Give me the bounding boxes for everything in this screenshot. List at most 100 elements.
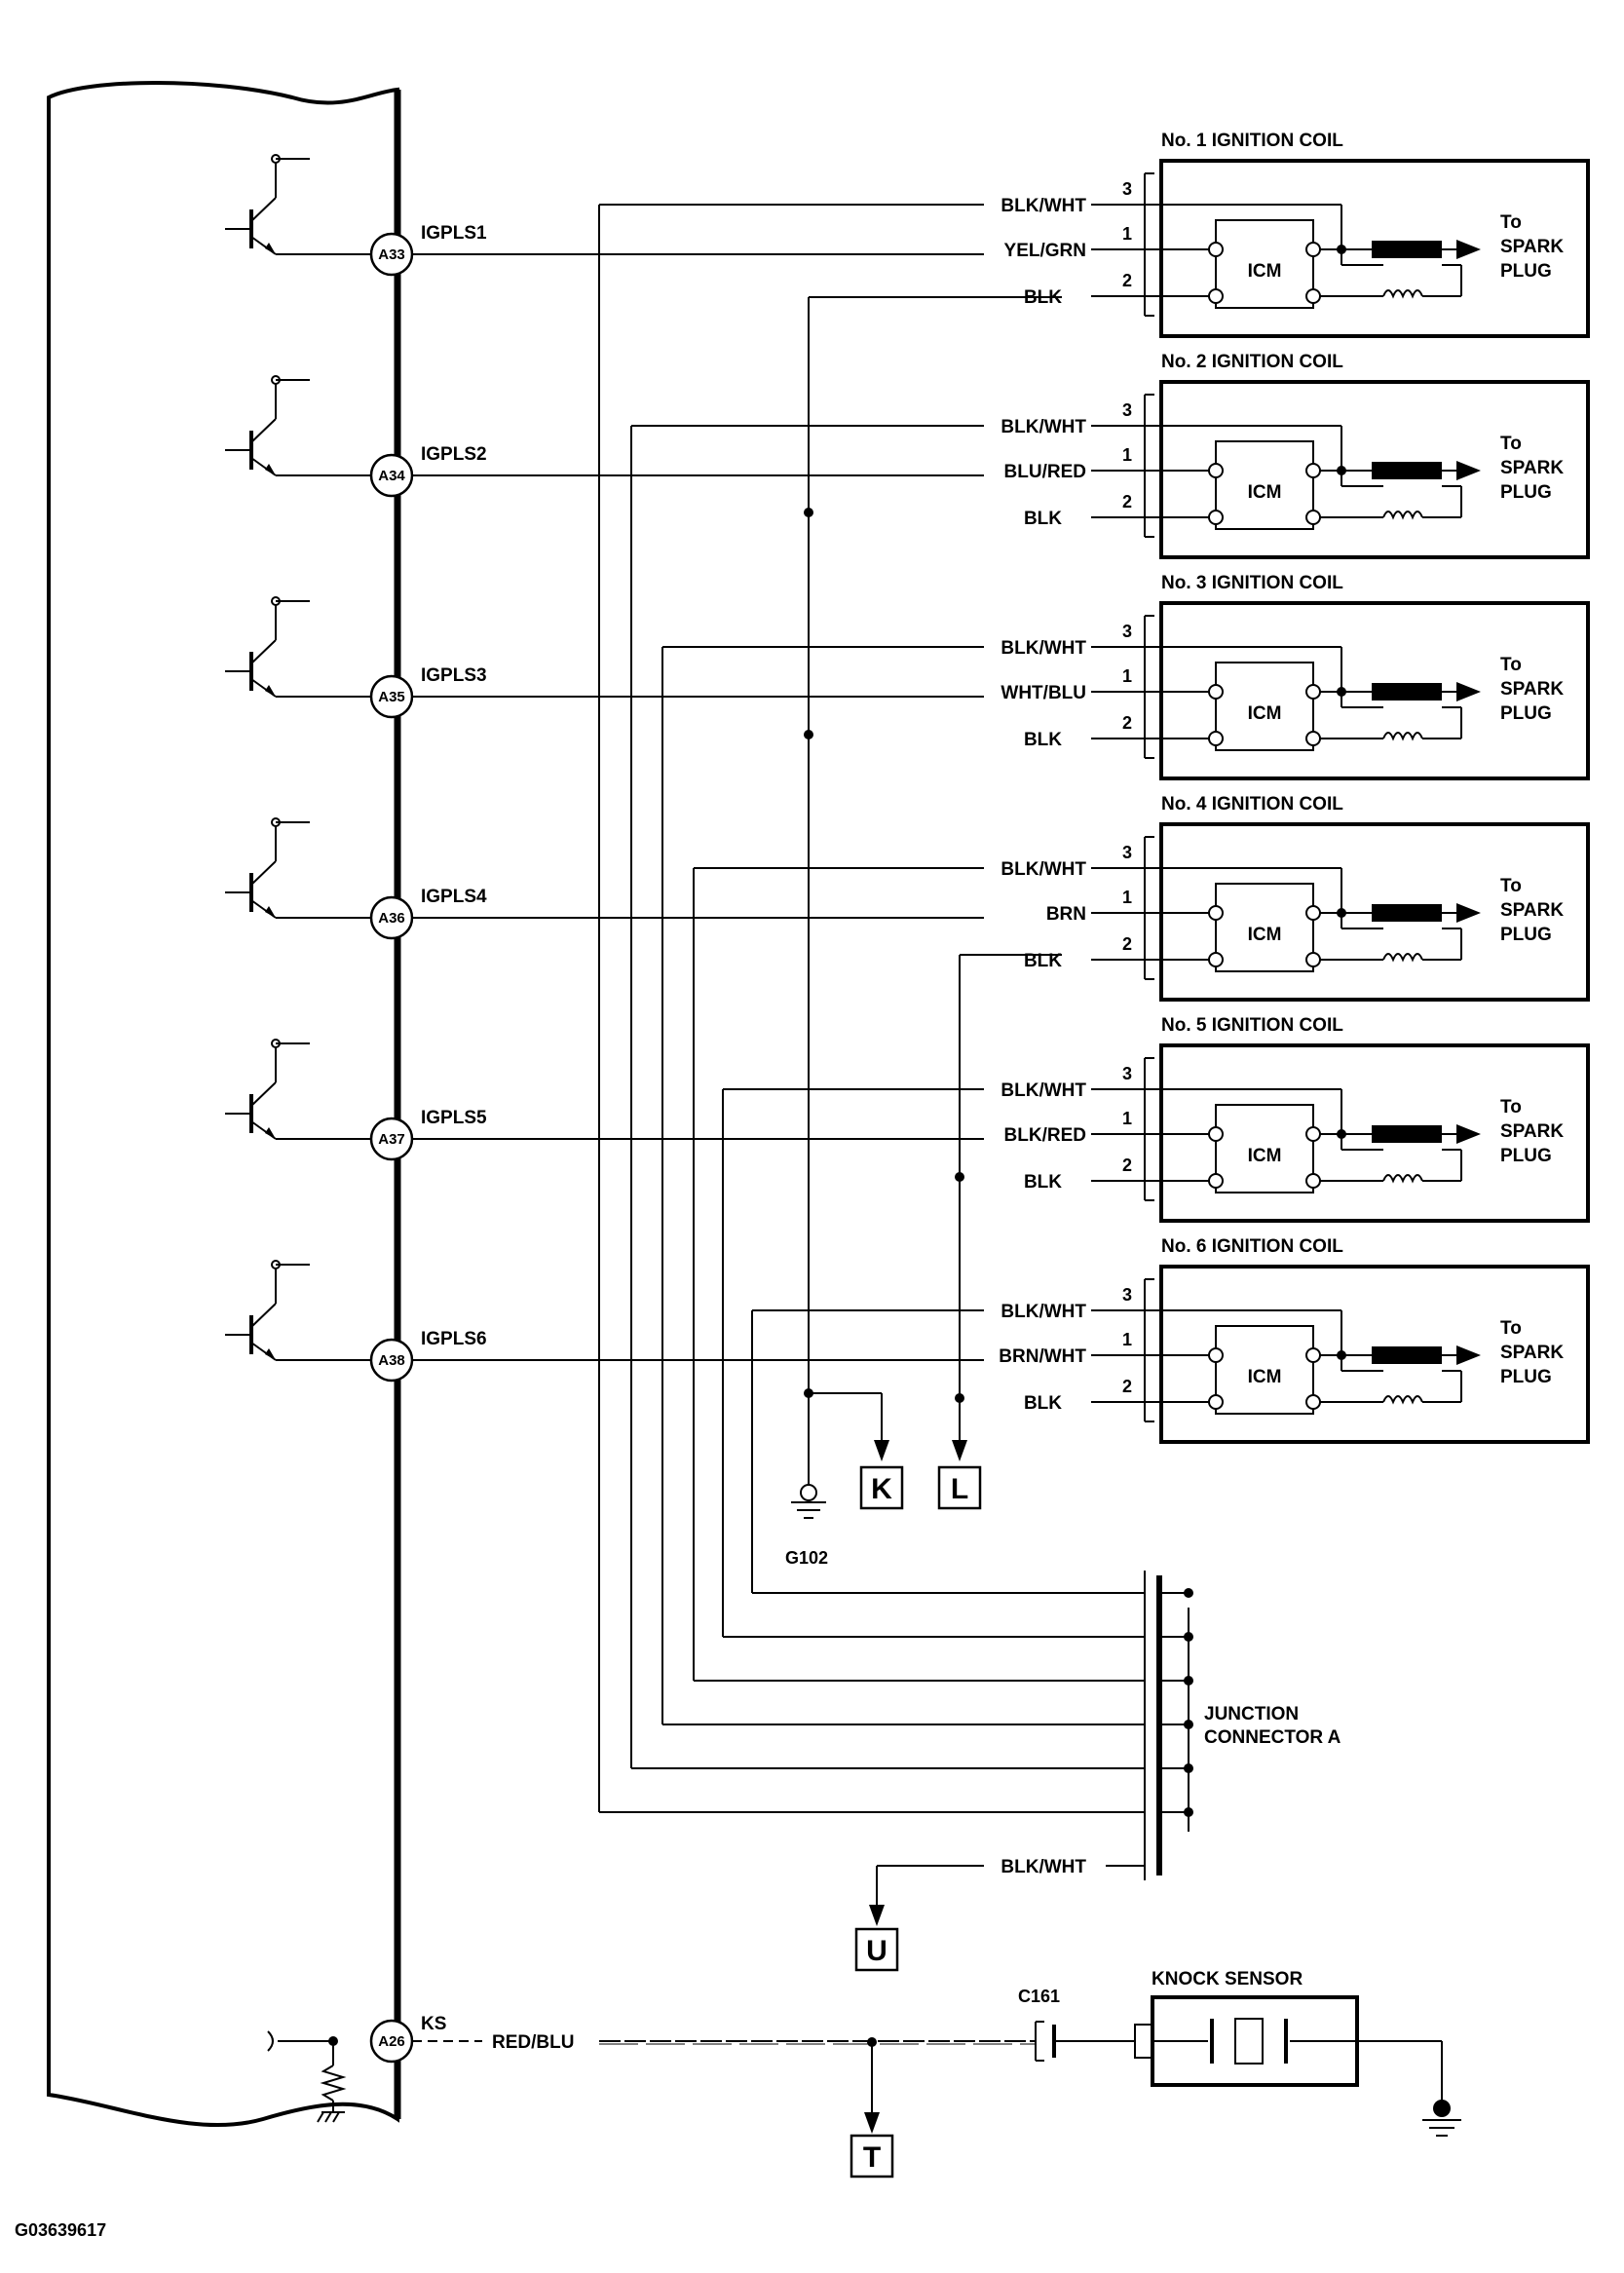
- icm-label-5: ICM: [1248, 1146, 1282, 1166]
- spark-label-3: SPARK: [1500, 679, 1564, 700]
- diagram-id: G03639617: [15, 2220, 106, 2240]
- junction-out-wire: BLK/WHT: [1001, 1857, 1086, 1877]
- ref-box-u: U: [854, 1927, 899, 1972]
- to-label-1: To: [1500, 212, 1522, 233]
- svg-text:L: L: [951, 1473, 968, 1505]
- wire-ground-5: BLK: [1024, 1172, 1062, 1193]
- pcm-pins: A33IGPLS1A34IGPLS2A35IGPLS3A36IGPLS4A37I…: [225, 154, 984, 1383]
- wire-ground-3: BLK: [1024, 730, 1062, 750]
- svg-text:T: T: [863, 2141, 881, 2174]
- wire-signal-1: YEL/GRN: [1004, 241, 1086, 261]
- wire-ground-6: BLK: [1024, 1393, 1062, 1414]
- spark-label-2: SPARK: [1500, 458, 1564, 478]
- svg-text:2: 2: [1122, 1155, 1132, 1175]
- ground-bus-g102: G102: [785, 296, 1062, 1568]
- plug-label-4: PLUG: [1500, 925, 1552, 945]
- c161-label: C161: [1018, 1987, 1060, 2006]
- wire-signal-3: WHT/BLU: [1001, 683, 1086, 703]
- pin-a37: A37: [378, 1131, 405, 1148]
- svg-text:1: 1: [1122, 1109, 1132, 1128]
- ignition-coil-row-5: BLK/WHT BLK/RED BLK 3 1 2 No. 5 IGNITION COIL I…: [722, 1015, 1590, 1638]
- pin-a36: A36: [378, 910, 405, 927]
- ref-box-l: L: [937, 1465, 982, 1510]
- icm-label-6: ICM: [1248, 1367, 1282, 1387]
- svg-text:3: 3: [1122, 1285, 1132, 1305]
- wire-signal-5: BLK/RED: [1004, 1125, 1086, 1146]
- icm-label-2: ICM: [1248, 482, 1282, 503]
- svg-text:2: 2: [1122, 271, 1132, 290]
- signal-4: IGPLS4: [421, 887, 487, 907]
- wire-signal-2: BLU/RED: [1004, 462, 1086, 482]
- icm-label-3: ICM: [1248, 703, 1282, 724]
- knock-sensor-circuit: A26 KS RED/BLU C161 KNOCK SENSOR: [267, 1969, 1461, 2137]
- coil-title-3: No. 3 IGNITION COIL: [1161, 573, 1343, 593]
- svg-text:K: K: [871, 1473, 892, 1505]
- junction-label-1: JUNCTION: [1204, 1704, 1299, 1724]
- to-label-2: To: [1500, 434, 1522, 454]
- coil-title-2: No. 2 IGNITION COIL: [1161, 352, 1343, 372]
- svg-text:2: 2: [1122, 713, 1132, 733]
- plug-label-5: PLUG: [1500, 1146, 1552, 1166]
- svg-text:2: 2: [1122, 934, 1132, 954]
- wire-power-4: BLK/WHT: [1001, 859, 1086, 880]
- pin-a34: A34: [378, 468, 405, 484]
- pin-a38: A38: [378, 1352, 405, 1369]
- wire-ground-2: BLK: [1024, 509, 1062, 529]
- spark-label-1: SPARK: [1500, 237, 1564, 257]
- signal-3: IGPLS3: [421, 665, 487, 686]
- ground-label: G102: [785, 1548, 828, 1568]
- wire-power-2: BLK/WHT: [1001, 417, 1086, 437]
- plug-label-3: PLUG: [1500, 703, 1552, 724]
- pcm-driver-1: A33 IGPLS1: [225, 154, 984, 277]
- wire-signal-4: BRN: [1046, 904, 1086, 925]
- pcm-driver-5: A37 IGPLS5: [225, 1039, 984, 1161]
- svg-text:3: 3: [1122, 400, 1132, 420]
- wire-power-6: BLK/WHT: [1001, 1302, 1086, 1322]
- plug-label-1: PLUG: [1500, 261, 1552, 282]
- pcm-driver-2: A34 IGPLS2: [225, 375, 984, 498]
- ground-bus-l: [952, 954, 1062, 1461]
- svg-text:3: 3: [1122, 622, 1132, 641]
- ks-signal: KS: [421, 2014, 446, 2034]
- svg-text:2: 2: [1122, 1377, 1132, 1396]
- signal-5: IGPLS5: [421, 1108, 487, 1128]
- icm-label-4: ICM: [1248, 925, 1282, 945]
- svg-text:1: 1: [1122, 1330, 1132, 1349]
- to-label-6: To: [1500, 1318, 1522, 1339]
- plug-label-2: PLUG: [1500, 482, 1552, 503]
- svg-text:1: 1: [1122, 666, 1132, 686]
- ignition-coil-row-3: BLK/WHT WHT/BLU BLK 3 1 2 No. 3 IGNITION COIL I…: [661, 573, 1590, 1725]
- pin-a35: A35: [378, 689, 405, 705]
- coil-title-6: No. 6 IGNITION COIL: [1161, 1236, 1343, 1257]
- junction-label-2: CONNECTOR A: [1204, 1727, 1341, 1748]
- signal-2: IGPLS2: [421, 444, 487, 465]
- spark-label-5: SPARK: [1500, 1121, 1564, 1142]
- wire-power-1: BLK/WHT: [1001, 196, 1086, 216]
- knock-wire: RED/BLU: [492, 2032, 574, 2053]
- wire-ground-4: BLK: [1024, 951, 1062, 971]
- ref-box-k: K: [859, 1465, 904, 1510]
- svg-text:1: 1: [1122, 224, 1132, 244]
- signal-1: IGPLS1: [421, 223, 487, 244]
- pin-a33: A33: [378, 246, 405, 263]
- svg-text:3: 3: [1122, 1064, 1132, 1083]
- coil-title-5: No. 5 IGNITION COIL: [1161, 1015, 1343, 1036]
- spark-label-6: SPARK: [1500, 1343, 1564, 1363]
- signal-6: IGPLS6: [421, 1329, 487, 1349]
- svg-text:U: U: [866, 1935, 888, 1967]
- svg-text:3: 3: [1122, 179, 1132, 199]
- spark-label-4: SPARK: [1500, 900, 1564, 921]
- ks-pin: A26: [378, 2033, 405, 2050]
- svg-text:3: 3: [1122, 843, 1132, 862]
- to-label-4: To: [1500, 876, 1522, 896]
- knock-sensor-title: KNOCK SENSOR: [1152, 1969, 1303, 1989]
- plug-label-6: PLUG: [1500, 1367, 1552, 1387]
- pcm-driver-3: A35 IGPLS3: [225, 596, 984, 719]
- to-label-3: To: [1500, 655, 1522, 675]
- junction-connector-a: JUNCTION CONNECTOR A BLK/WHT: [869, 1571, 1341, 1926]
